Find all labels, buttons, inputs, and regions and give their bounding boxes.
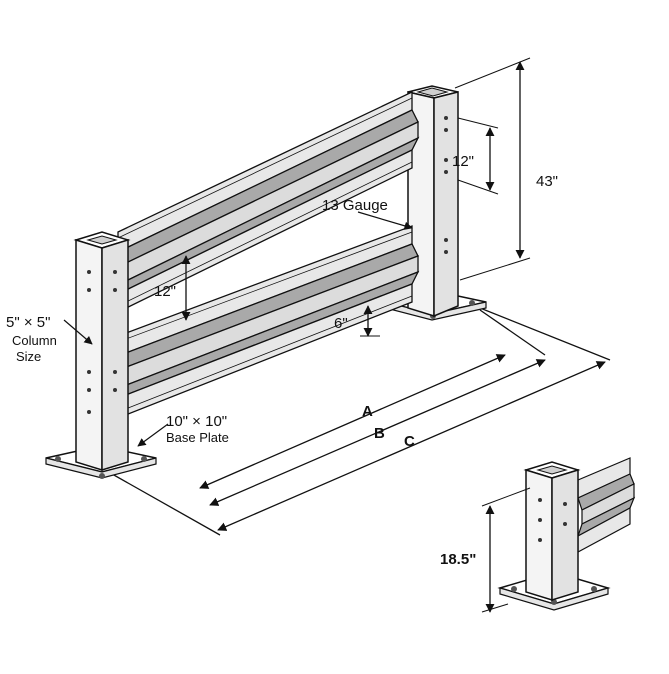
dimension-b-label: B bbox=[374, 425, 385, 442]
ground-clearance-label: 6" bbox=[334, 315, 348, 332]
dimension-lines bbox=[104, 299, 611, 536]
left-post bbox=[45, 231, 157, 479]
lower-spacing-label: 12" bbox=[154, 283, 176, 300]
vertical-dimensions bbox=[181, 57, 531, 337]
base-plate-label-1: 10" × 10" bbox=[166, 413, 227, 430]
detail-inset bbox=[481, 457, 636, 613]
upper-rail bbox=[116, 90, 420, 314]
base-plate-label-2: Base Plate bbox=[166, 430, 229, 445]
dimension-c-label: C bbox=[404, 433, 415, 450]
lower-rail bbox=[116, 225, 420, 419]
height-43-label: 43" bbox=[536, 173, 558, 190]
column-size-label-3: Size bbox=[16, 349, 41, 364]
column-size-label-2: Column bbox=[12, 333, 57, 348]
detail-height-label: 18.5" bbox=[440, 551, 476, 568]
leader-lines bbox=[63, 211, 413, 447]
gauge-label: 13 Gauge bbox=[322, 197, 388, 214]
dimension-a-label: A bbox=[362, 403, 373, 420]
column-size-label-1: 5" × 5" bbox=[6, 314, 50, 331]
upper-spacing-label: 12" bbox=[452, 153, 474, 170]
